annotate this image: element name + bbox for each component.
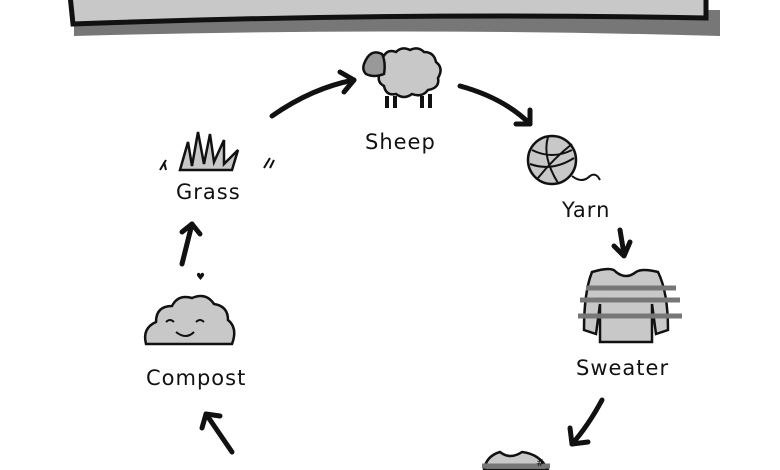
arrow-grass-to-sheep	[269, 69, 357, 119]
node-label-sweater: Sweater	[576, 356, 670, 380]
arrow-yarn-to-sweater	[611, 227, 633, 259]
node-label-grass: Grass	[176, 180, 241, 204]
sweater-icon	[578, 267, 682, 344]
compost-icon: ♥	[143, 272, 236, 346]
yarn-ball-icon	[526, 134, 601, 186]
svg-text:♥: ♥	[196, 272, 205, 283]
worn-sweater-icon: #	[482, 450, 550, 470]
arrow-compost-to-grass	[179, 221, 203, 267]
grass-icon	[159, 131, 275, 172]
node-label-yarn: Yarn	[562, 198, 611, 222]
sheep-icon	[362, 47, 442, 108]
arrow-sheep-to-yarn	[457, 83, 533, 127]
svg-text:#: #	[536, 458, 544, 469]
arrow-sweater-to-worn	[567, 397, 605, 447]
node-label-sheep: Sheep	[365, 130, 436, 154]
arrow-to-compost	[199, 411, 235, 455]
title-banner	[68, 0, 720, 36]
node-label-compost: Compost	[146, 366, 247, 390]
